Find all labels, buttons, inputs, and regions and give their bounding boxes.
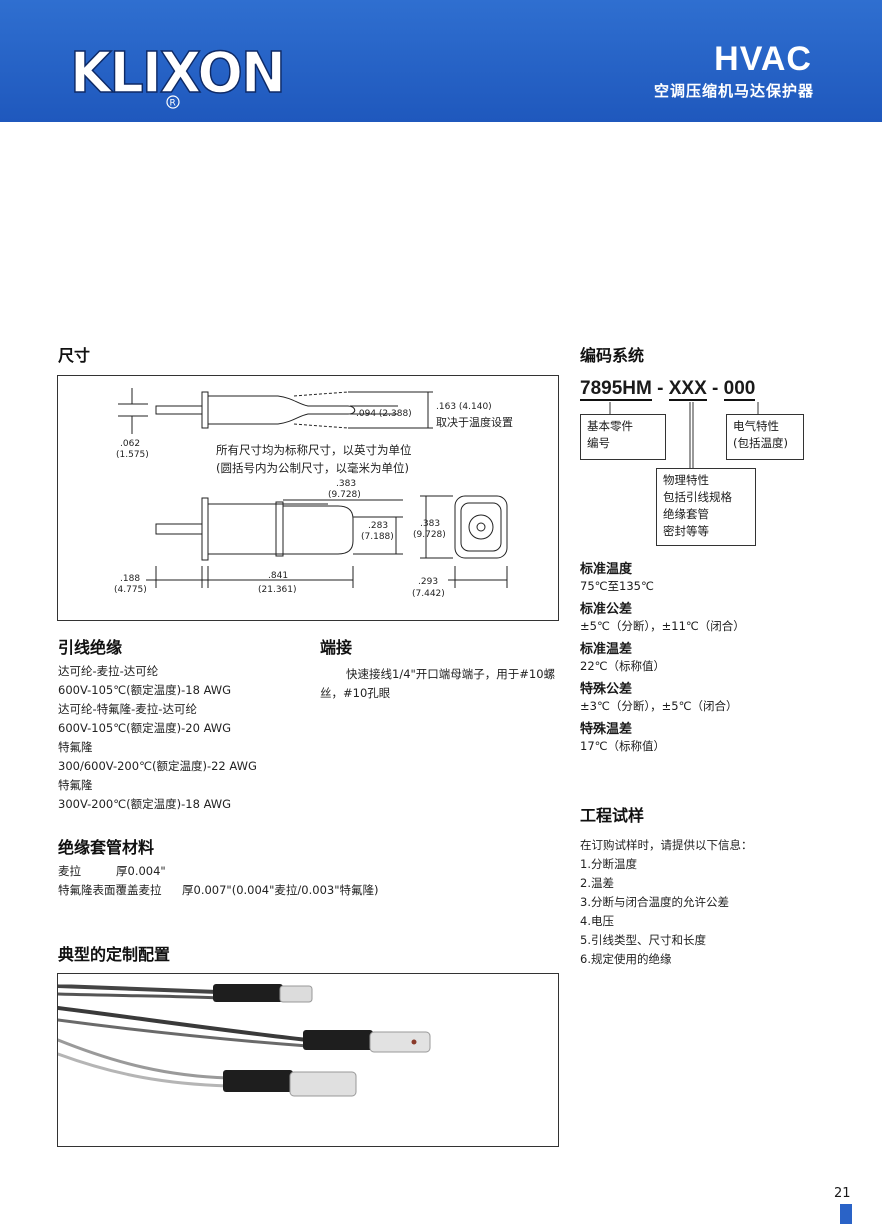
dim-062: .062 [120,439,140,449]
spec-value: 22℃（标称值） [580,659,666,673]
klixon-logo: KLIXON R [69,40,287,109]
brand-subtitle: 空调压缩机马达保护器 [653,82,814,100]
dim-383-end-mm: (9.728) [413,530,446,540]
lead-line: 达可纶-特氟隆-麦拉-达可纶 [58,702,197,716]
spec-title: 特殊公差 [580,682,633,697]
sample-list: 在订购试样时，请提供以下信息： 1.分断温度 2.温差 3.分断与闭合温度的允许… [580,836,753,969]
page-number: 21 [834,1186,851,1201]
lead-insulation-heading: 引线绝缘 [58,638,123,657]
dim-283-mm: (7.188) [361,532,394,542]
dim-188: .188 [120,574,140,584]
coding-heading: 编码系统 [580,346,645,365]
dimension-note-2: (圆括号内为公制尺寸，以毫米为单位) [216,461,409,475]
sleeve-value: 厚0.004" [116,864,166,878]
lead-insulation-list: 达可纶-麦拉-达可纶 600V-105℃(额定温度)-18 AWG 达可纶-特氟… [58,662,257,814]
spec-value: ±5℃（分断），±11℃（闭合） [580,619,745,633]
code-base: 7895HM [580,378,652,401]
sample-intro: 在订购试样时，请提供以下信息： [580,838,753,852]
code-elec: 000 [723,378,756,401]
sleeve-name: 特氟隆表面覆盖麦拉 [58,883,162,897]
specs-list: 标准温度 75℃至135℃ 标准公差 ±5℃（分断），±11℃（闭合） 标准温差… [580,558,745,758]
code-box-electrical: 电气特性 (包括温度) [726,414,804,460]
spec-title: 特殊温差 [580,722,633,737]
custom-photo-box [57,973,559,1147]
dim-163: .163 (4.140) [436,402,492,412]
custom-heading: 典型的定制配置 [58,945,171,964]
code-box-phys-line: 密封等等 [663,524,709,538]
sample-item: 6.规定使用的绝缘 [580,952,672,966]
sample-item: 2.温差 [580,876,614,890]
dim-383-top: .383 [336,479,356,489]
page-tab-marker [840,1204,852,1224]
dim-383-end: .383 [420,519,440,529]
spec-title: 标准温度 [580,562,633,577]
dimension-drawing: .062 (1.575) .094 (2.388) .163 (4.140) 取… [114,388,513,599]
code-dash-2: - [712,378,719,399]
dim-293-mm: (7.442) [412,589,445,599]
lead-line: 300/600V-200℃(额定温度)-22 AWG [58,759,257,773]
code-box-base-line: 编号 [587,436,610,450]
dim-283: .283 [368,521,388,531]
dim-188-mm: (4.775) [114,585,147,595]
spec-value: 17℃（标称值） [580,739,666,753]
code-box-phys-line: 物理特性 [663,473,709,487]
terminal-line: 丝，#10孔眼 [320,686,391,700]
page-header: KLIXON R HVAC 空调压缩机马达保护器 [0,0,882,122]
code-box-physical: 物理特性 包括引线规格 绝缘套管 密封等等 [656,468,756,546]
brand-title: HVAC [714,40,812,78]
lead-line: 600V-105℃(额定温度)-18 AWG [58,683,232,697]
dimensions-drawing-box: .062 (1.575) .094 (2.388) .163 (4.140) 取… [57,375,559,621]
sample-item: 1.分断温度 [580,857,637,871]
lead-line: 特氟隆 [58,778,93,792]
lead-line: 特氟隆 [58,740,93,754]
dim-293: .293 [418,577,438,587]
code-pattern: 7895HM - XXX - 000 [580,378,756,401]
svg-text:KLIXON: KLIXON [70,41,284,106]
code-box-phys-line: 绝缘套管 [663,507,709,521]
dimension-note-1: 所有尺寸均为标称尺寸，以英寸为单位 [216,443,412,457]
code-box-elec-line: 电气特性 [733,419,779,433]
dim-062-mm: (1.575) [116,450,149,460]
code-dash-1: - [657,378,664,399]
temp-setting-note: 取决于温度设置 [436,415,513,429]
code-connector-lines [609,402,759,468]
spec-value: 75℃至135℃ [580,579,654,593]
dim-841-mm: (21.361) [258,585,297,595]
terminal-text: 快速接线1/4"开口端母端子，用于#10螺 丝，#10孔眼 [320,665,555,703]
dim-841: .841 [268,571,288,581]
spec-title: 标准公差 [580,602,633,617]
code-box-elec-line: (包括温度) [733,436,788,450]
protector-photo [58,974,558,1146]
sample-item: 4.电压 [580,914,614,928]
lead-line: 达可纶-麦拉-达可纶 [58,664,159,678]
sample-item: 3.分断与闭合温度的允许公差 [580,895,729,909]
sample-item: 5.引线类型、尺寸和长度 [580,933,706,947]
dim-094: .094 (2.388) [356,409,412,419]
sample-heading: 工程试样 [580,806,645,825]
sleeve-heading: 绝缘套管材料 [58,838,155,857]
terminal-heading: 端接 [320,638,353,657]
dimensions-heading: 尺寸 [58,346,91,365]
dim-383-top-mm: (9.728) [328,490,361,500]
svg-text:R: R [170,99,176,109]
code-phys: XXX [668,378,707,401]
sleeve-name: 麦拉 [58,864,81,878]
sleeve-list: 麦拉 厚0.004" 特氟隆表面覆盖麦拉 厚0.007"(0.004"麦拉/0.00… [58,862,378,900]
code-box-phys-line: 包括引线规格 [663,490,732,504]
spec-title: 标准温差 [580,642,633,657]
spec-value: ±3℃（分断），±5℃（闭合） [580,699,738,713]
terminal-line: 快速接线1/4"开口端母端子，用于#10螺 [346,667,556,681]
lead-line: 300V-200℃(额定温度)-18 AWG [58,797,232,811]
code-box-base: 基本零件 编号 [580,414,666,460]
code-box-base-line: 基本零件 [587,419,633,433]
lead-line: 600V-105℃(额定温度)-20 AWG [58,721,232,735]
sleeve-value: 厚0.007"(0.004"麦拉/0.003"特氟隆) [182,883,379,897]
